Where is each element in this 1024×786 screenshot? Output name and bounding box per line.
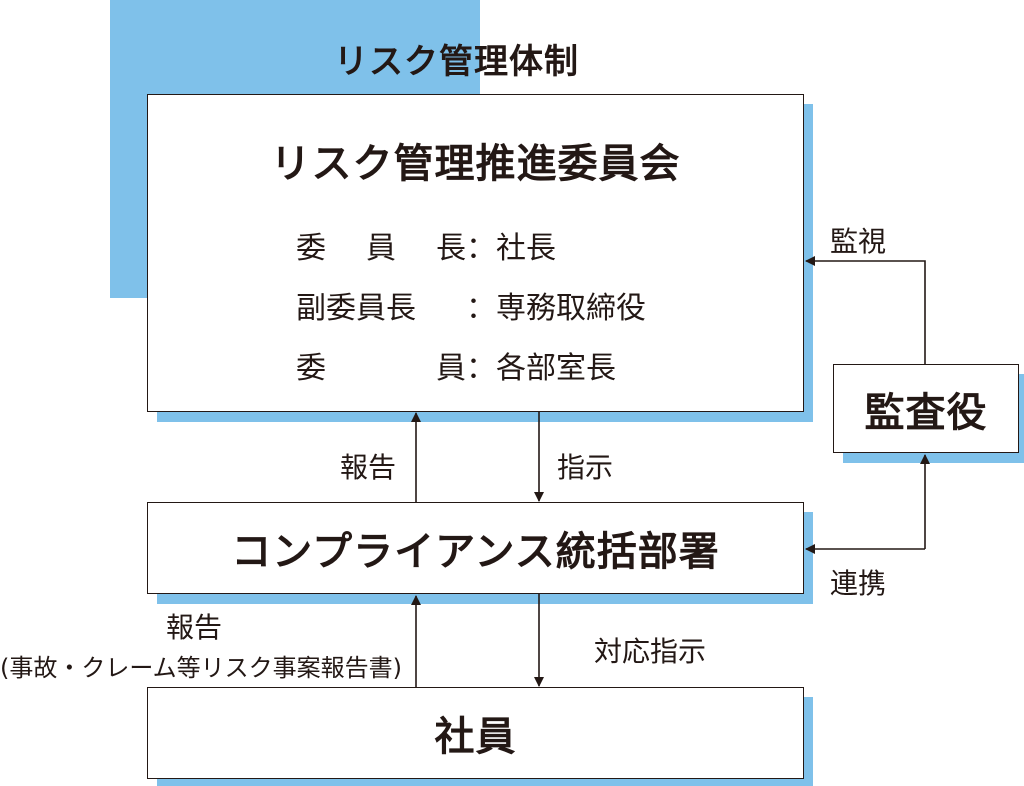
edge-label-report-employee-detail: (事故・クレーム等リスク事案報告書) [0,654,403,682]
arrow-monitor [805,256,926,364]
member-person-vice-chair: 専務取締役 [496,291,646,326]
member-person-member: 各部室長 [496,351,616,386]
auditor-box: 監査役 [833,364,1019,453]
member-sep: ： [466,351,496,386]
compliance-box: コンプライアンス統括部署 [147,502,804,594]
compliance-label: コンプライアンス統括部署 [231,529,720,575]
member-role-chair-char-2: 員 [366,231,396,266]
member-row-vice-chair: 副委員長 ： 専務取締役 [296,283,646,327]
edge-label-monitor: 監視 [830,225,887,258]
diagram-title: リスク管理体制 [334,42,579,82]
member-role-member: 委 員 [296,343,466,387]
member-row-chair: 委 員 長 ： 社長 [296,223,556,267]
committee-name: リスク管理推進委員会 [270,141,681,187]
edge-label-report-up: 報告 [340,451,397,484]
edge-label-response-instruct: 対応指示 [594,635,707,668]
member-person-chair: 社長 [496,231,556,266]
committee-box: リスク管理推進委員会 委 員 長 ： 社長 副委員長 ： 専務取締役 委 員 ：… [147,94,804,412]
member-row-member: 委 員 ： 各部室長 [296,343,616,387]
auditor-label: 監査役 [864,389,988,436]
edge-label-instruct-down: 指示 [557,451,614,484]
member-role-chair-char-3: 長 [436,231,466,266]
member-sep: ： [466,291,496,326]
member-role-member-char-1: 委 [296,351,326,386]
member-role-chair: 委 員 長 [296,223,466,267]
member-role-vice-chair: 副委員長 [296,291,416,326]
member-role-chair-char-1: 委 [296,231,326,266]
edge-label-report-employee: 報告 [166,611,223,644]
member-role-member-char-2: 員 [436,351,466,386]
member-sep: ： [466,231,496,266]
edge-label-cooperate: 連携 [830,567,887,600]
employees-box: 社員 [147,687,804,779]
employees-label: 社員 [434,714,517,760]
